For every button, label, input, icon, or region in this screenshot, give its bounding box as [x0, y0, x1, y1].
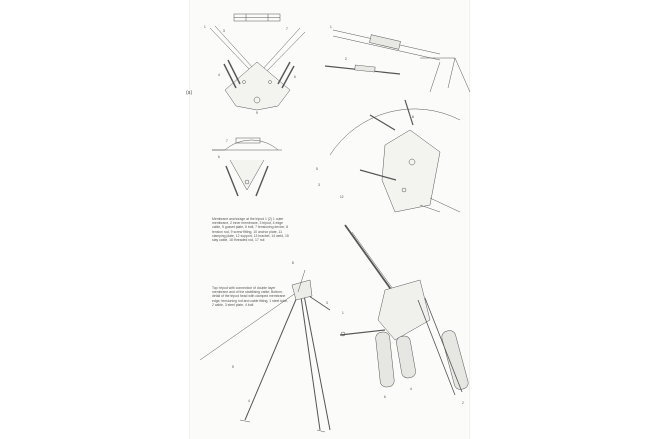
callout: 1: [204, 25, 206, 29]
callout: 5: [316, 167, 318, 171]
callout: 3: [326, 301, 328, 305]
callout: 6: [294, 75, 296, 79]
callout: 1: [342, 311, 344, 315]
callout: 2: [462, 401, 464, 405]
detail-tripod-elevation: [199, 269, 331, 433]
detail-tension-rod: [324, 29, 471, 93]
callout: 6: [218, 155, 220, 159]
detail-tripod-head: [329, 99, 461, 213]
callout: 4: [248, 399, 250, 403]
callout: 3: [318, 183, 320, 187]
detail-corner-plate: [209, 13, 306, 111]
callout: 12: [340, 195, 344, 199]
callout: 7: [226, 139, 228, 143]
callout: 1: [330, 25, 332, 29]
callout: 9: [256, 111, 258, 115]
margin-label: (a): [186, 90, 193, 96]
callout: 2: [345, 57, 347, 61]
callout: 3: [223, 29, 225, 33]
callout: 5: [232, 365, 234, 369]
callout: 4: [410, 387, 412, 391]
callout: 4: [218, 73, 220, 77]
callout: 8: [292, 261, 294, 265]
callout: 6: [384, 395, 386, 399]
callout: 8: [412, 115, 414, 119]
figure-caption-2: Top: tripod with connection of double la…: [212, 286, 288, 307]
callout: 7: [286, 27, 288, 31]
detail-node-connection: [212, 137, 282, 197]
figure-caption-1: Membrane anchorage at the tripod 1 (2) 1…: [212, 217, 289, 243]
document-page: [190, 0, 469, 439]
detail-mast-head: [339, 224, 469, 396]
